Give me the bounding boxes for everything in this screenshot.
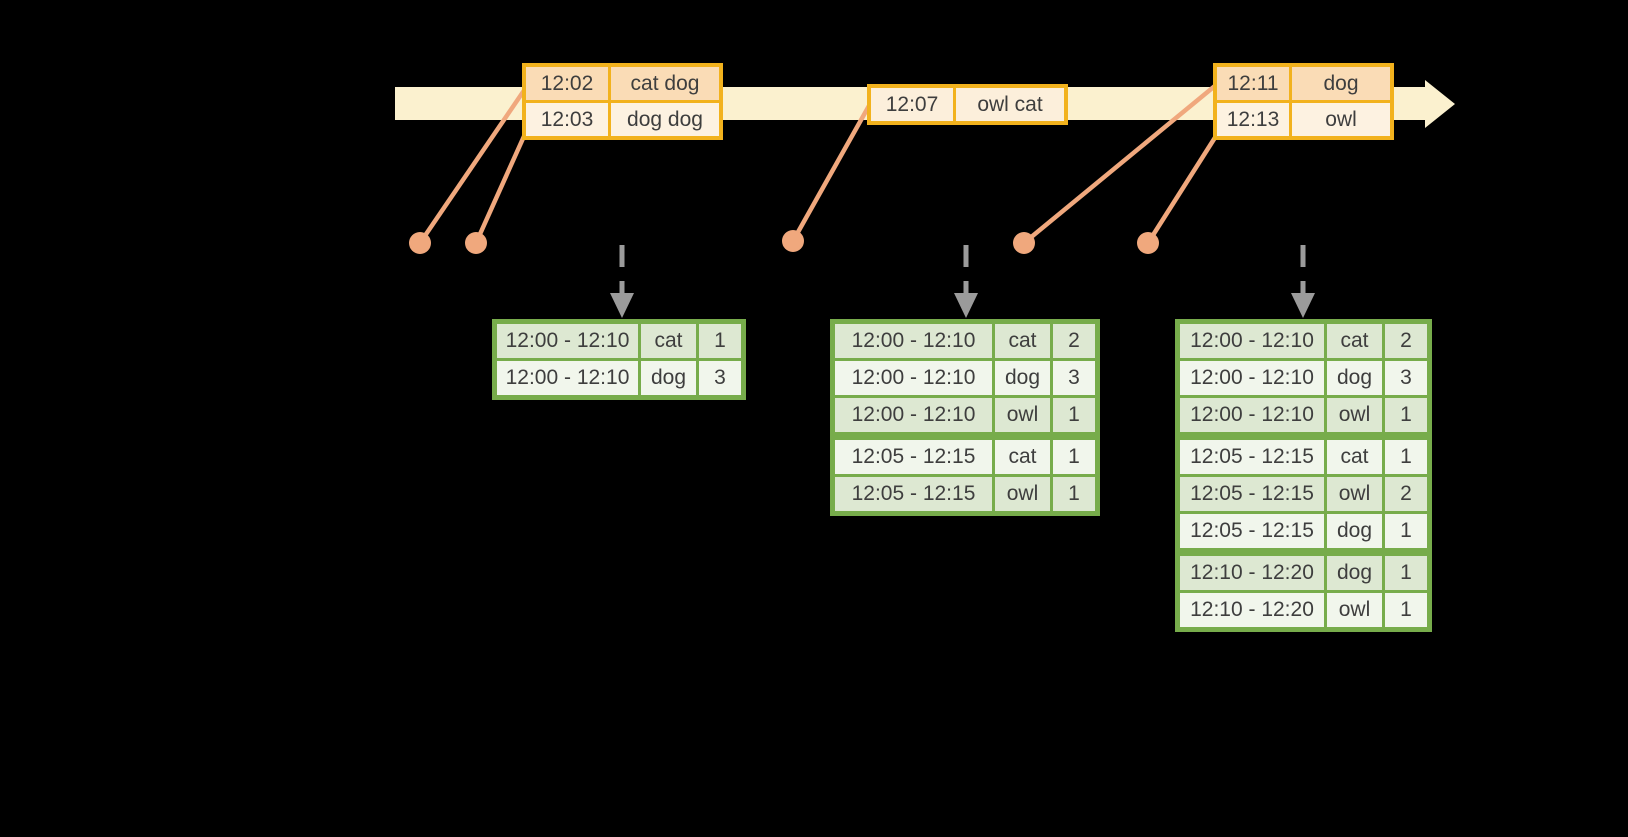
event-table: 12:11 dog 12:13 owl: [1213, 63, 1394, 140]
word-cell: owl: [1327, 398, 1382, 432]
count-cell: 3: [1053, 361, 1095, 395]
word-cell: owl: [1327, 593, 1382, 627]
table-row: 12:00 - 12:10 dog 3: [497, 361, 741, 395]
timeline-arrowhead-icon: [1425, 80, 1455, 128]
window-cell: 12:05 - 12:15: [835, 440, 992, 474]
event-connector-line: [1146, 134, 1218, 245]
word-cell: owl: [995, 477, 1050, 511]
event-words-cell: owl cat: [956, 88, 1064, 121]
table-row: 12:05 - 12:15 dog 1: [1180, 514, 1427, 548]
window-cell: 12:00 - 12:10: [1180, 324, 1324, 358]
count-cell: 3: [699, 361, 741, 395]
count-cell: 1: [1053, 398, 1095, 432]
event-words-cell: cat dog: [611, 67, 719, 100]
table-row: 12:00 - 12:10 cat 2: [835, 324, 1095, 358]
window-cell: 12:00 - 12:10: [1180, 361, 1324, 395]
trigger-arrowhead: [1291, 293, 1315, 318]
window-cell: 12:00 - 12:10: [835, 398, 992, 432]
table-row: 12:00 - 12:10 cat 1: [497, 324, 741, 358]
window-cell: 12:00 - 12:10: [835, 361, 992, 395]
window-cell: 12:05 - 12:15: [835, 477, 992, 511]
event-connector-line: [473, 133, 528, 244]
trigger-arrow-icon: [1291, 245, 1315, 318]
count-cell: 1: [1053, 477, 1095, 511]
count-cell: 1: [1053, 440, 1095, 474]
event-row: 12:07 owl cat: [871, 88, 1064, 121]
word-cell: owl: [1327, 477, 1382, 511]
count-cell: 1: [1385, 514, 1427, 548]
window-cell: 12:05 - 12:15: [1180, 477, 1324, 511]
result-table: 12:00 - 12:10 cat 1 12:00 - 12:10 dog 3: [492, 319, 746, 400]
table-row: 12:00 - 12:10 dog 3: [1180, 361, 1427, 395]
window-cell: 12:05 - 12:15: [1180, 440, 1324, 474]
event-marker-dot-icon: [782, 230, 804, 252]
event-connector-line: [791, 102, 872, 243]
table-row: 12:00 - 12:10 dog 3: [835, 361, 1095, 395]
table-row: 12:00 - 12:10 owl 1: [1180, 398, 1427, 432]
event-time-cell: 12:07: [871, 88, 953, 121]
window-cell: 12:10 - 12:20: [1180, 556, 1324, 590]
event-time-cell: 12:13: [1217, 103, 1289, 136]
window-cell: 12:05 - 12:15: [1180, 514, 1324, 548]
count-cell: 1: [1385, 440, 1427, 474]
trigger-arrowhead: [954, 293, 978, 318]
window-cell: 12:10 - 12:20: [1180, 593, 1324, 627]
word-cell: cat: [995, 324, 1050, 358]
event-marker-dot-icon: [409, 232, 431, 254]
event-table: 12:02 cat dog 12:03 dog dog: [522, 63, 723, 140]
event-words-cell: owl: [1292, 103, 1390, 136]
count-cell: 2: [1385, 324, 1427, 358]
event-time-cell: 12:11: [1217, 67, 1289, 100]
count-cell: 2: [1053, 324, 1095, 358]
event-time-cell: 12:02: [526, 67, 608, 100]
event-marker-dot-icon: [1013, 232, 1035, 254]
word-cell: dog: [1327, 361, 1382, 395]
table-row: 12:00 - 12:10 cat 2: [1180, 324, 1427, 358]
word-cell: dog: [641, 361, 696, 395]
result-table: 12:00 - 12:10 cat 2 12:00 - 12:10 dog 3 …: [1175, 319, 1432, 632]
count-cell: 2: [1385, 477, 1427, 511]
window-cell: 12:00 - 12:10: [1180, 398, 1324, 432]
table-row: 12:05 - 12:15 owl 1: [835, 477, 1095, 511]
trigger-arrowhead: [610, 293, 634, 318]
word-cell: owl: [995, 398, 1050, 432]
table-row: 12:05 - 12:15 owl 2: [1180, 477, 1427, 511]
count-cell: 1: [1385, 593, 1427, 627]
window-cell: 12:00 - 12:10: [497, 361, 638, 395]
table-row: 12:10 - 12:20 owl 1: [1180, 593, 1427, 627]
window-cell: 12:00 - 12:10: [497, 324, 638, 358]
word-cell: cat: [1327, 324, 1382, 358]
count-cell: 1: [699, 324, 741, 358]
event-marker-dot-icon: [1137, 232, 1159, 254]
event-table: 12:07 owl cat: [867, 84, 1068, 125]
event-row: 12:03 dog dog: [526, 103, 719, 136]
word-cell: cat: [995, 440, 1050, 474]
event-row: 12:02 cat dog: [526, 67, 719, 100]
window-cell: 12:00 - 12:10: [835, 324, 992, 358]
table-row: 12:10 - 12:20 dog 1: [1180, 556, 1427, 590]
count-cell: 3: [1385, 361, 1427, 395]
word-cell: cat: [641, 324, 696, 358]
word-cell: cat: [1327, 440, 1382, 474]
count-cell: 1: [1385, 556, 1427, 590]
count-cell: 1: [1385, 398, 1427, 432]
result-table: 12:00 - 12:10 cat 2 12:00 - 12:10 dog 3 …: [830, 319, 1100, 516]
event-words-cell: dog: [1292, 67, 1390, 100]
table-row: 12:00 - 12:10 owl 1: [835, 398, 1095, 432]
word-cell: dog: [1327, 514, 1382, 548]
table-row: 12:05 - 12:15 cat 1: [835, 440, 1095, 474]
event-marker-dot-icon: [465, 232, 487, 254]
table-row: 12:05 - 12:15 cat 1: [1180, 440, 1427, 474]
event-connector-line: [1022, 83, 1218, 245]
trigger-arrow-icon: [954, 245, 978, 318]
event-words-cell: dog dog: [611, 103, 719, 136]
event-row: 12:11 dog: [1217, 67, 1390, 100]
word-cell: dog: [1327, 556, 1382, 590]
event-time-cell: 12:03: [526, 103, 608, 136]
event-connector-line: [418, 87, 527, 245]
word-cell: dog: [995, 361, 1050, 395]
event-row: 12:13 owl: [1217, 103, 1390, 136]
trigger-arrow-icon: [610, 245, 634, 318]
